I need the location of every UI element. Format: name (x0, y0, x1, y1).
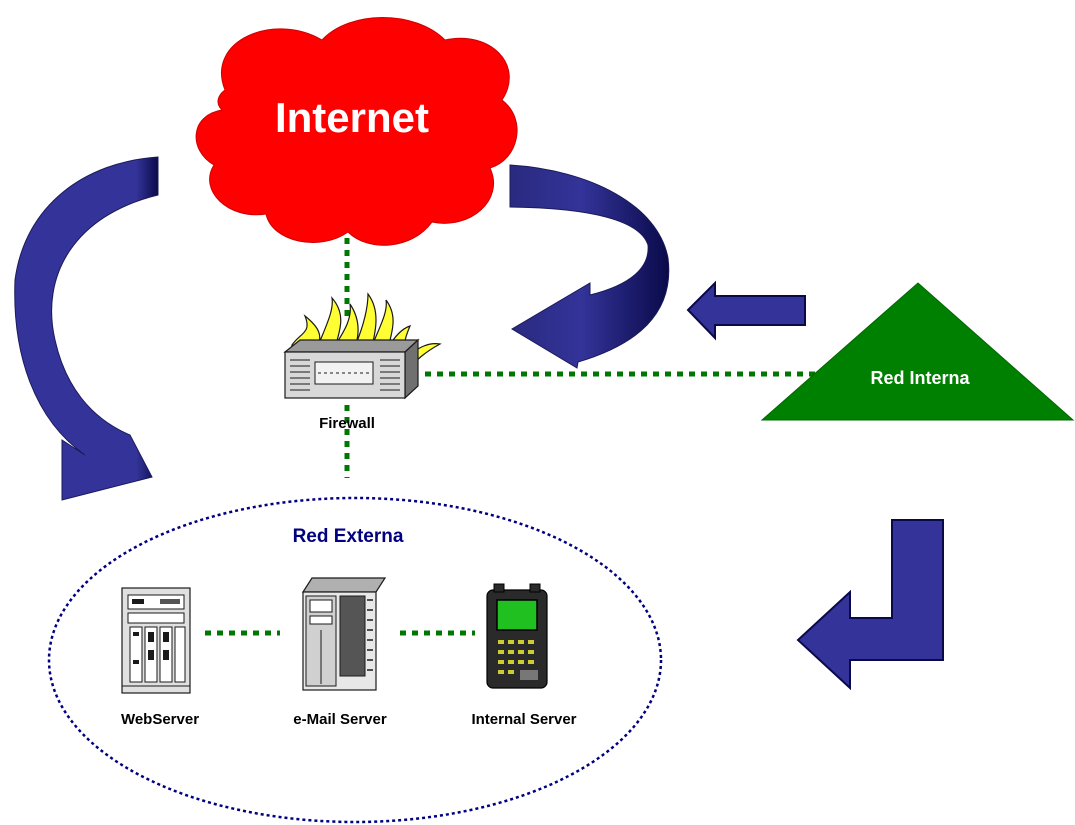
firewall-label: Firewall (319, 415, 375, 432)
internet-cloud-icon (195, 17, 518, 246)
webserver-icon (121, 587, 191, 694)
internal-server-label: Internal Server (471, 711, 576, 728)
red-interna-triangle (760, 282, 1075, 421)
email-server-label: e-Mail Server (293, 711, 387, 728)
network-links (205, 238, 815, 636)
internet-label: Internet (275, 94, 429, 141)
firewall-device-icon (283, 338, 420, 400)
curved-arrow-right-icon (509, 164, 670, 369)
curved-arrow-left-icon (14, 156, 159, 501)
internal-server-icon (486, 583, 548, 689)
red-externa-boundary (47, 496, 663, 824)
webserver-label: WebServer (121, 711, 199, 728)
email-server-icon (301, 577, 387, 691)
red-externa-label: Red Externa (293, 526, 404, 547)
red-interna-label: Red Interna (870, 368, 970, 388)
arrow-left-icon (686, 280, 806, 341)
return-arrow-icon (796, 519, 944, 691)
